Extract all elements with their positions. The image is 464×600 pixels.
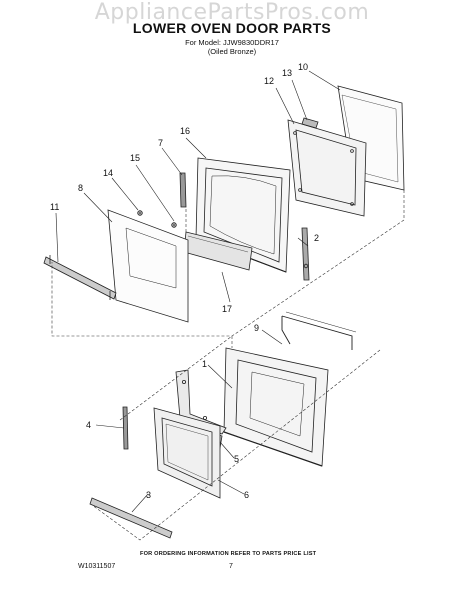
callout-14: 14 (103, 168, 113, 178)
part-12-inner-frame (287, 119, 367, 217)
page-title: LOWER OVEN DOOR PARTS (132, 20, 332, 36)
callout-10: 10 (298, 62, 308, 72)
assembly-lines (51, 190, 405, 541)
part-13-clip (301, 117, 319, 129)
callout-13: 13 (282, 68, 292, 78)
part-11-handle (43, 255, 117, 300)
callout-6: 6 (244, 490, 249, 500)
callout-5: 5 (234, 454, 239, 464)
part-14-screw (137, 210, 143, 216)
finish-subtitle: (Oiled Bronze) (207, 47, 257, 56)
part-4-rod (122, 406, 129, 450)
part-8-door-glass (107, 209, 189, 323)
callout-7: 7 (158, 138, 163, 148)
callout-17: 17 (222, 304, 232, 314)
callout-11: 11 (50, 202, 59, 212)
leader-lines (55, 70, 341, 513)
part-1-door-liner (223, 347, 329, 467)
ordering-note: FOR ORDERING INFORMATION REFER TO PARTS … (140, 551, 317, 557)
callout-1: 1 (202, 359, 207, 369)
watermark: AppliancePartsPros.com (94, 0, 370, 25)
callout-3: 3 (146, 490, 151, 500)
callout-labels: 10 13 12 16 7 15 14 8 11 2 17 9 1 4 5 6 … (50, 62, 319, 500)
callout-2: 2 (314, 233, 319, 243)
part-7-rod (179, 172, 187, 208)
part-9-gasket (281, 311, 357, 350)
part-6-window-frame (153, 407, 221, 499)
callout-9: 9 (254, 323, 259, 333)
callout-15: 15 (130, 153, 140, 163)
model-subtitle: For Model: JJW9830DDR17 (185, 38, 279, 47)
part-3-seal-strip (89, 497, 173, 539)
callout-8: 8 (78, 183, 83, 193)
callout-16: 16 (180, 126, 190, 136)
callout-12: 12 (264, 76, 274, 86)
document-number: W10311507 (78, 563, 116, 570)
part-15-screw (171, 222, 177, 228)
callout-4: 4 (86, 420, 91, 430)
page-number: 7 (229, 563, 233, 570)
part-2-bracket (301, 227, 310, 281)
